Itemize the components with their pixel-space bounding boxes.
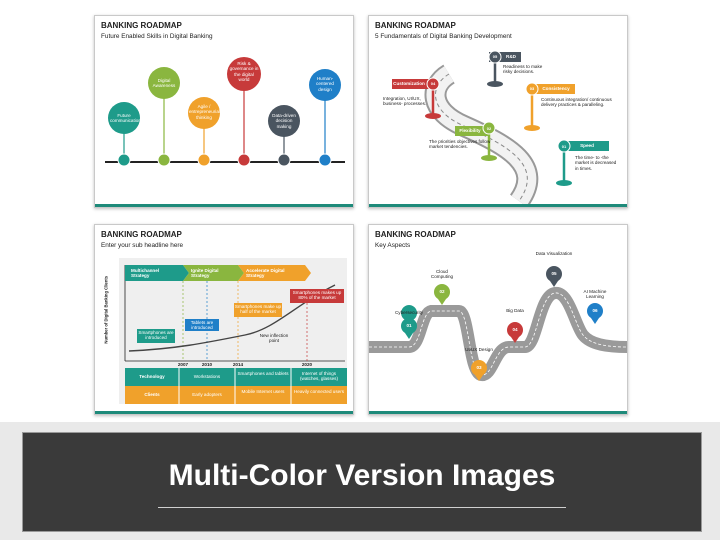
sign-name: Consistency (542, 86, 570, 91)
banner: Multi-Color Version Images (22, 432, 702, 532)
chat-icon: ● (121, 171, 125, 177)
slide-footer-bar (95, 411, 353, 414)
slide-footer-bar (369, 411, 627, 414)
pin-label: Cloud Computing (430, 269, 454, 280)
skill-label: Risk & governance in the digital world (229, 61, 259, 83)
sign-number: 01 (561, 144, 567, 149)
slide-subtitle: Key Aspects (375, 242, 411, 249)
sign-name: Customization (393, 81, 425, 86)
slide-thumbnail-1[interactable]: BANKING ROADMAP Future Enabled Skills in… (94, 15, 354, 208)
screen-icon: ■ (241, 171, 245, 177)
slide-subtitle: 5 Fundamentals of Digital Banking Develo… (375, 33, 512, 40)
slide-title: BANKING ROADMAP (101, 21, 182, 30)
pin-number: 02 (439, 289, 445, 294)
slide-title: BANKING ROADMAP (101, 230, 182, 239)
sign-number: 02 (486, 126, 492, 131)
sign-number: 05 (492, 54, 498, 59)
pin-number: 05 (551, 271, 557, 276)
skill-label: Agile / entrepreneurial thinking (189, 104, 220, 120)
year-tick: 2007 (177, 362, 189, 367)
pin-label: Cybersecurity (394, 310, 424, 315)
skills-timeline-graphic (105, 57, 345, 167)
pin-number: 01 (406, 323, 412, 328)
skill-label: Human-centered design (316, 76, 334, 92)
pin-number: 06 (592, 308, 598, 313)
year-tick: 2010 (201, 362, 213, 367)
table-row-header: Clients (144, 392, 160, 397)
pin-label: Data Visualization (535, 251, 573, 256)
slide-thumbnail-3[interactable]: BANKING ROADMAP Enter your sub headline … (94, 224, 354, 415)
gear-icon: ⚙ (322, 172, 328, 178)
phase-label: Ignite Digital Strategy (191, 268, 219, 279)
pin-label: AI Machine Learning (583, 289, 607, 300)
slide-subtitle: Enter your sub headline here (101, 242, 184, 249)
callout-label: Smartphones make up half of the market (234, 304, 282, 315)
y-axis-label: Number of Digital Banking Clients (103, 275, 109, 344)
phase-label: Accelerate Digital Strategy (246, 268, 285, 279)
year-tick: 2014 (232, 362, 244, 367)
sign-name: R&D (506, 54, 516, 59)
banner-underline (158, 507, 566, 508)
banner-title: Multi-Color Version Images (168, 459, 556, 492)
callout-label: Smartphones makes up 80% of the market (292, 290, 342, 301)
monitor-icon: ■ (161, 171, 165, 177)
sign-name: Speed (580, 143, 594, 148)
bulb-icon: ● (201, 171, 205, 177)
sign-desc: The priorities objectives follow market … (429, 139, 491, 150)
winding-road-graphic (392, 50, 609, 207)
callout-label: New inflection point (259, 333, 289, 344)
slide-thumbnail-2[interactable]: BANKING ROADMAP 5 Fundamentals of Digita… (368, 15, 628, 208)
pin-label: UI/UX Design (465, 347, 493, 352)
table-cell: Workstations (193, 374, 221, 379)
slide-thumbnail-4[interactable]: BANKING ROADMAP Key Aspects 01 Cybersecu… (368, 224, 628, 415)
table-cell: Early adopters (192, 392, 222, 397)
table-row-header: Technology (139, 374, 165, 379)
pin-number: 04 (512, 327, 518, 332)
growth-curve-graphic (119, 258, 347, 404)
table-cell: Internet of things (watches, glasses) (299, 371, 339, 382)
sign-name: Flexibility (459, 128, 481, 133)
sign-desc: Continuous integration/ continuous deliv… (541, 97, 612, 108)
sign-desc: Integration, UI/UX, business- processes. (383, 96, 427, 107)
callout-label: Smartphones are introduced (138, 330, 174, 341)
sign-desc: The time- to -the market is decreased in… (575, 155, 617, 171)
table-cell: Mobile Internet users (241, 389, 285, 394)
pin-number: 03 (476, 365, 482, 370)
year-tick: 2020 (301, 362, 313, 367)
skill-label: Data-driven decision making (272, 113, 296, 129)
sign-desc: Readiness to make risky decisions. (503, 64, 543, 75)
slide-title: BANKING ROADMAP (375, 230, 456, 239)
skill-label: Digital Awareness (152, 78, 176, 89)
slide-subtitle: Future Enabled Skills in Digital Banking (101, 33, 213, 40)
pin-label: Big Data (506, 308, 524, 313)
table-cell: Heavily connected users (293, 389, 345, 394)
serpentine-road-graphic (369, 266, 627, 381)
slide-footer-bar (95, 204, 353, 207)
table-cell: Smartphones and tablets (237, 371, 289, 376)
slide-title: BANKING ROADMAP (375, 21, 456, 30)
callout-label: Tablets are introduced (190, 320, 214, 331)
slide-footer-bar (369, 204, 627, 207)
chart-icon: ■ (281, 171, 285, 177)
sign-number: 04 (430, 81, 436, 86)
skill-label: Future communication (110, 113, 141, 124)
phase-label: Multichannel Strategy (131, 268, 160, 279)
sign-number: 03 (529, 86, 535, 91)
